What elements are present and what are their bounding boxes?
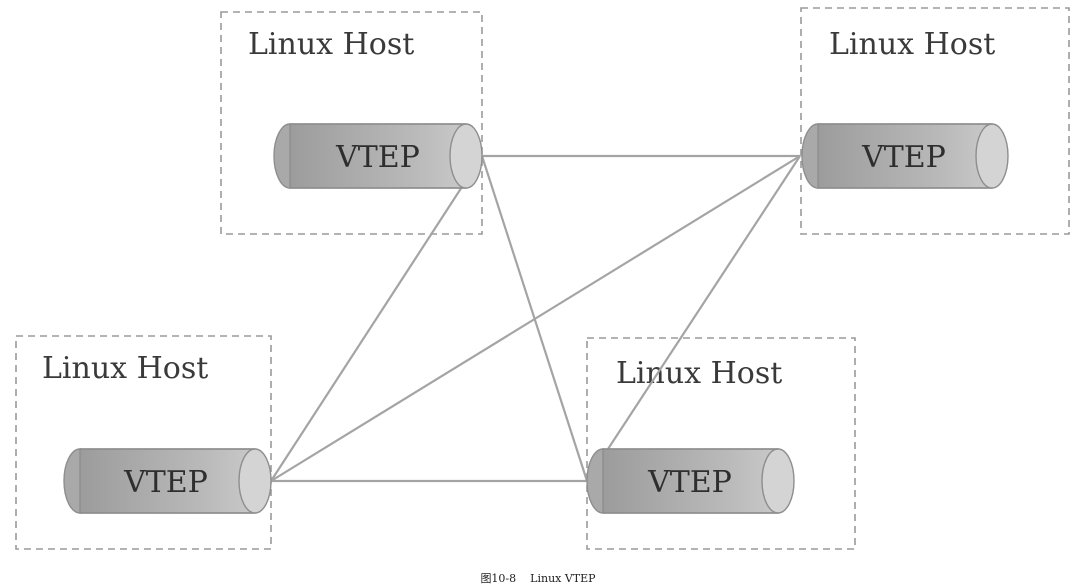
vtep-label-2: VTEP — [861, 140, 946, 175]
vtep-cylinder-2: VTEP — [801, 123, 1009, 189]
host-box-4: Linux Host — [586, 337, 856, 550]
host-label-3: Linux Host — [42, 351, 208, 386]
link-host1-host3 — [270, 155, 483, 482]
figure-caption: 图10-8 Linux VTEP — [0, 570, 1076, 586]
host-box-2: Linux Host — [800, 7, 1070, 235]
vtep-label-4: VTEP — [647, 465, 732, 500]
host-label-4: Linux Host — [616, 356, 782, 391]
vtep-cylinder-3: VTEP — [63, 448, 272, 514]
host-label-2: Linux Host — [829, 27, 995, 62]
vtep-label-1: VTEP — [335, 140, 420, 175]
vtep-cylinder-1: VTEP — [273, 123, 483, 189]
vtep-label-3: VTEP — [123, 465, 208, 500]
vtep-cylinder-4: VTEP — [586, 448, 795, 514]
host-label-1: Linux Host — [248, 27, 414, 62]
link-host2-host4 — [586, 155, 801, 482]
figure-title: Linux VTEP — [530, 572, 596, 585]
tunnel-links — [270, 154, 801, 483]
figure-number: 图10-8 — [480, 572, 517, 585]
link-host2-host3 — [270, 155, 801, 482]
host-box-3: Linux Host — [15, 335, 272, 550]
host-box-1: Linux Host — [220, 11, 483, 235]
